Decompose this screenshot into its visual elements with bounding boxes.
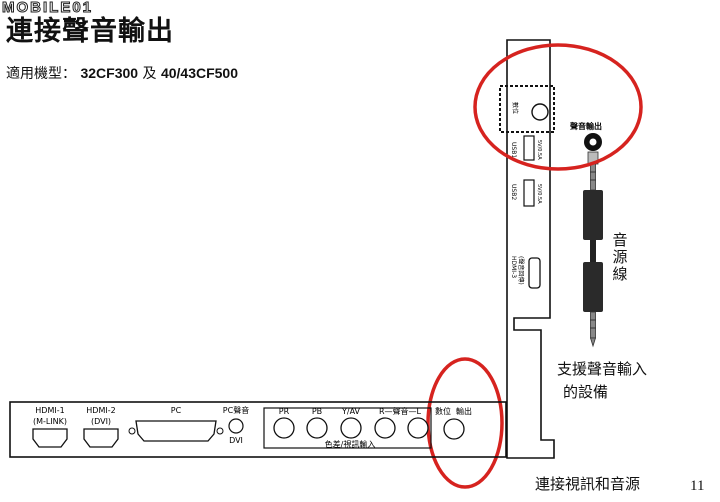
- caption: 支援聲音輸入 的設備: [557, 358, 647, 404]
- hdmi2-sublabel: (DVI): [91, 417, 111, 426]
- digital-label: 數位: [511, 102, 519, 114]
- y-av-port: [340, 417, 362, 439]
- usb2-port: [523, 179, 535, 207]
- page-title: 連接聲音輸出: [6, 16, 174, 47]
- yav-label: Y/AV: [341, 407, 361, 416]
- highlight-circle-bottom: [426, 357, 504, 489]
- brand-logo: MOBILE01: [1, 0, 94, 16]
- caption-line-2: 的設備: [563, 383, 609, 401]
- component-input-group: [263, 407, 432, 449]
- pc-label: PC: [171, 406, 182, 415]
- pc-audio-port: [228, 418, 244, 434]
- digital-bottom-label: 數位: [435, 406, 451, 416]
- hdmi3-sublabel: (聲音回傳): [517, 256, 525, 285]
- tv-bottom-panel: [9, 401, 507, 458]
- hdmi3-port: [528, 257, 541, 289]
- usb2-rating: 5V/0.5A: [536, 184, 542, 204]
- hdmi2-port: [83, 428, 119, 448]
- model-list: 32CF300: [80, 65, 139, 81]
- tv-side-panel: [506, 39, 555, 459]
- usb1-rating: 5V/0.5A: [536, 140, 542, 160]
- cable-label: 音源線: [612, 231, 628, 283]
- footer-section-title: 連接視訊和音源: [535, 475, 641, 493]
- pb-label: PB: [312, 407, 322, 416]
- model-list-2: 40/43CF500: [160, 65, 239, 81]
- digital-output-port: [531, 103, 549, 121]
- page-number: 11: [690, 478, 705, 494]
- compatible-models: 適用機型： 32CF300 及 40/43CF500: [6, 64, 238, 83]
- hdmi3-label: HDMI-3: [510, 256, 517, 278]
- audio-rl-label: R—聲音—L: [379, 406, 422, 416]
- component-label: 色差/視訊輸入: [325, 439, 376, 449]
- usb1-port: [523, 135, 535, 161]
- highlight-circle-side: [473, 43, 643, 171]
- usb2-label: USB2: [510, 184, 517, 200]
- dvi-label: DVI: [229, 436, 243, 445]
- digital-output-port-bottom: [443, 418, 465, 440]
- usb1-label: USB1: [510, 142, 517, 158]
- pc-vga-port: [135, 420, 217, 442]
- audio-l-port: [407, 417, 429, 439]
- hdmi2-label: HDMI-2: [86, 406, 115, 415]
- pr-label: PR: [279, 407, 290, 416]
- hdmi1-port: [32, 428, 68, 448]
- audio-r-port: [374, 417, 396, 439]
- audio-output-label: 聲音輸出: [570, 121, 602, 131]
- audio-cable: [583, 151, 603, 348]
- digital-output-box: [499, 85, 555, 133]
- hdmi1-sublabel: (M-LINK): [33, 417, 67, 426]
- pr-port: [273, 417, 295, 439]
- output-bottom-label: 輸出: [456, 406, 472, 416]
- pc-audio-label: PC聲音: [223, 405, 249, 415]
- hdmi1-label: HDMI-1: [35, 406, 64, 415]
- models-label: 適用機型：: [6, 66, 76, 82]
- caption-line-1: 支援聲音輸入: [557, 360, 648, 378]
- model-connector: 及: [142, 66, 157, 82]
- pb-port: [306, 417, 328, 439]
